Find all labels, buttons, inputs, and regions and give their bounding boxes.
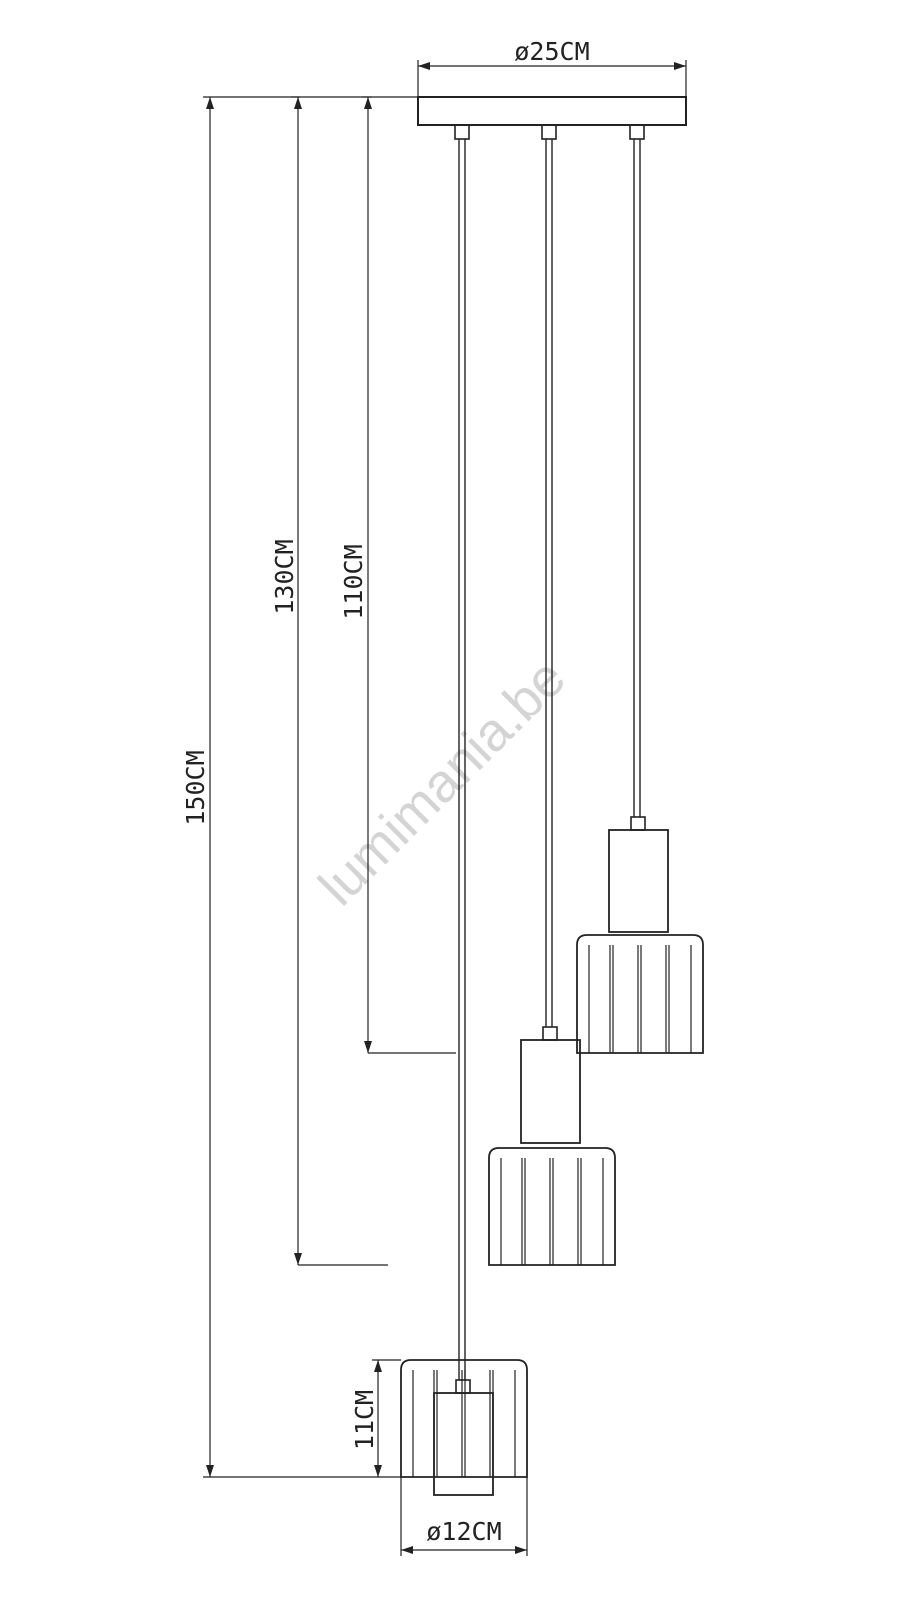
shade-diameter-label: ø12CM bbox=[426, 1517, 501, 1546]
pendant-lamp-low bbox=[400, 1359, 528, 1496]
drop-110-label: 110CM bbox=[339, 544, 368, 619]
pendant-lamp-middle bbox=[488, 1026, 616, 1266]
drop-130-label: 130CM bbox=[270, 539, 299, 614]
dimension-130: 130CM bbox=[270, 96, 388, 1266]
dimension-110: 110CM bbox=[339, 96, 456, 1054]
dimension-150: 150CM bbox=[181, 96, 418, 1478]
shade-height-label: 11CM bbox=[350, 1390, 379, 1450]
dimension-shade-diameter: ø12CM bbox=[400, 1477, 528, 1556]
watermark: lumimania.be bbox=[308, 648, 578, 918]
canopy-diameter-label: ø25CM bbox=[514, 37, 589, 66]
dimension-shade-height: 11CM bbox=[350, 1359, 401, 1477]
drop-150-label: 150CM bbox=[181, 750, 210, 825]
dimension-canopy-diameter: ø25CM bbox=[417, 37, 687, 97]
pendant-lamp-high bbox=[576, 816, 704, 1054]
canopy bbox=[417, 96, 687, 140]
cables bbox=[458, 139, 641, 1380]
